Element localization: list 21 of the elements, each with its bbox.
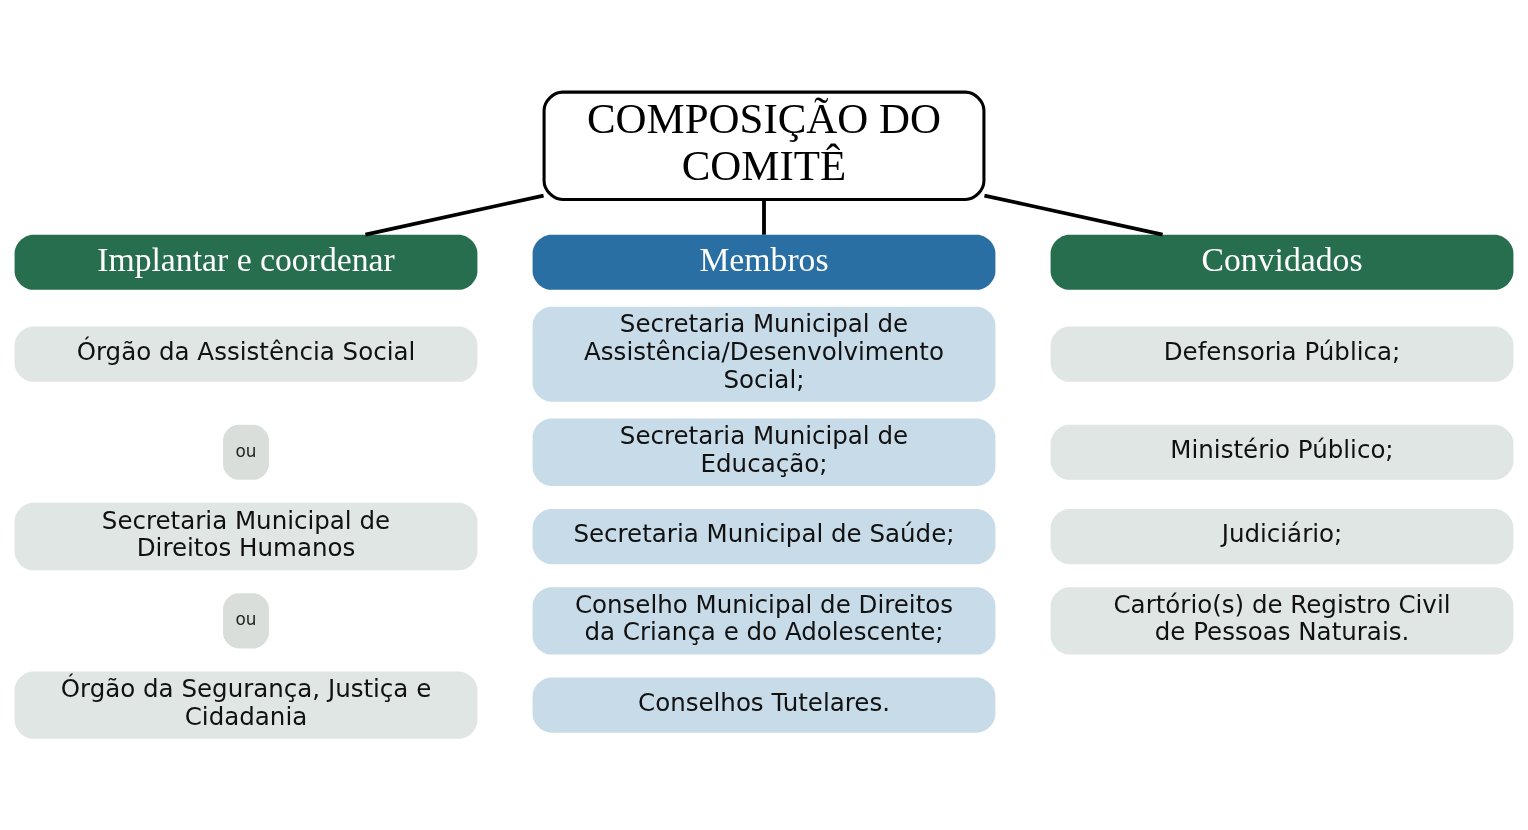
node-box: Convidados <box>1050 234 1514 290</box>
node-box: Secretaria Municipal de Direitos Humanos <box>14 502 478 570</box>
node-box: Secretaria Municipal de Assistência/Desenvolvimento Social; <box>532 306 996 402</box>
node-box: Membros <box>532 234 996 290</box>
node-box: Ministério Público; <box>1050 424 1514 480</box>
node-box: Conselhos Tutelares. <box>532 677 996 733</box>
node-box: ou <box>223 424 269 480</box>
node-box: Secretaria Municipal de Saúde; <box>532 508 996 564</box>
node-box: Judiciário; <box>1050 508 1514 564</box>
node-box: Implantar e coordenar <box>14 234 478 290</box>
node-box: ou <box>223 592 269 648</box>
connector <box>984 193 1163 236</box>
node-box: Secretaria Municipal de Educação; <box>532 418 996 486</box>
node-box: Órgão da Assistência Social <box>14 326 478 382</box>
connector <box>762 199 766 235</box>
node-box: Conselho Municipal de Direitos da Criança e do Adolescente; <box>532 586 996 655</box>
node-box: COMPOSIÇÃO DO COMITÊ <box>542 90 986 201</box>
connector <box>365 193 544 236</box>
node-box: Órgão da Segurança, Justiça e Cidadania <box>14 670 478 739</box>
node-box: Defensoria Pública; <box>1050 326 1514 382</box>
node-box: Cartório(s) de Registro Civil de Pessoas Naturais. <box>1050 586 1514 655</box>
